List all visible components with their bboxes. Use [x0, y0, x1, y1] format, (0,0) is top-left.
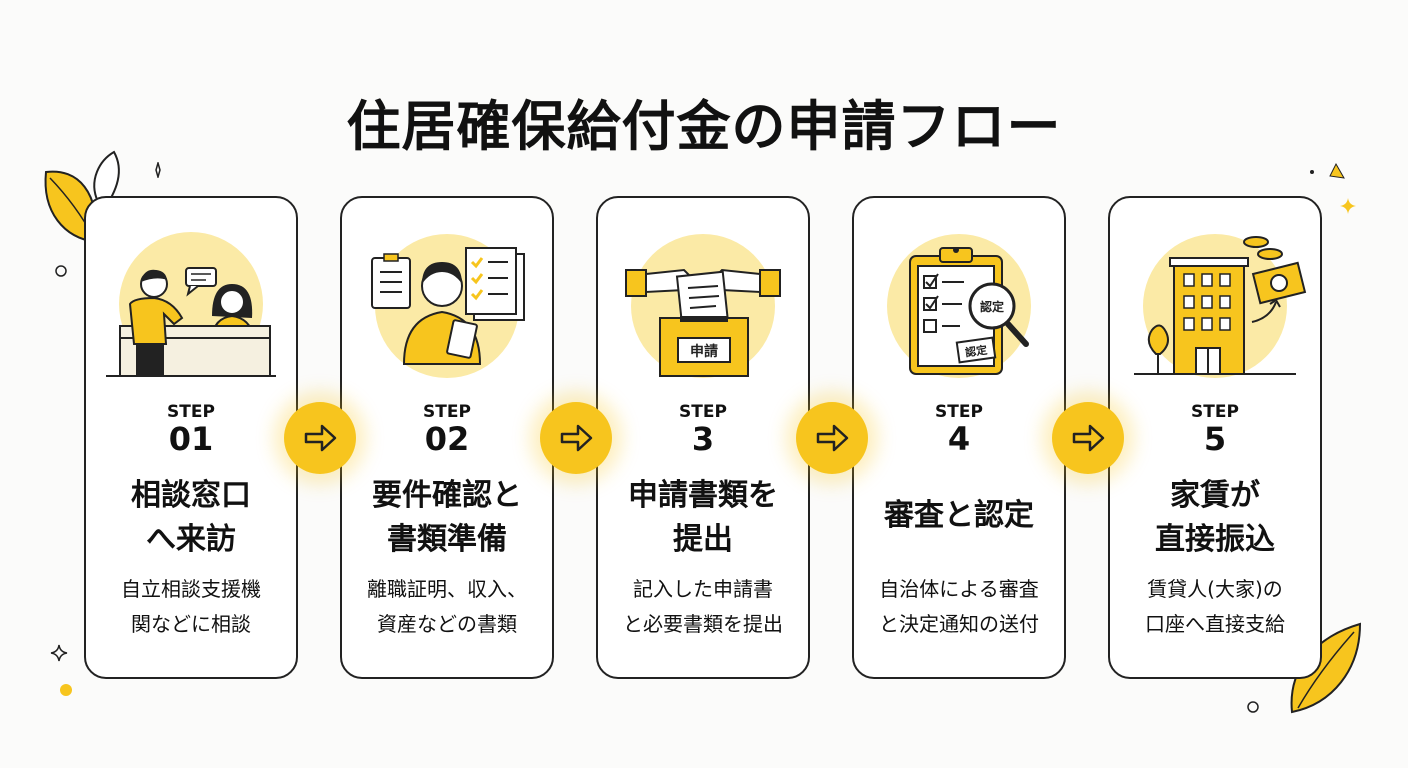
leaf-decoration-right — [1290, 622, 1362, 714]
arrow-right-icon — [1072, 424, 1105, 452]
circle-decoration — [60, 684, 72, 696]
building-payment-icon — [1134, 234, 1307, 378]
step-heading: 相談窓口へ来訪 — [131, 478, 251, 557]
step-arrow — [1052, 402, 1124, 474]
step-card-4: 認定 認定 STEP 4 審査と認定 自治体による審査と決定通知の送付 — [852, 196, 1066, 679]
step-card-5: STEP 5 家賃が直接振込 賃貸人(大家)の口座へ直接支給 — [1108, 196, 1322, 679]
arrow-right-icon — [816, 424, 849, 452]
circle-decoration — [55, 265, 67, 277]
arrow-right-icon — [560, 424, 593, 452]
step-heading: 家賃が直接振込 — [1155, 478, 1275, 557]
step-description: 自治体による審査と決定通知の送付 — [879, 577, 1039, 636]
circle-decoration — [1247, 701, 1259, 713]
step-card-2: STEP 02 要件確認と書類準備 離職証明、収入、資産などの書類 — [340, 196, 554, 679]
step-description: 自立相談支援機関などに相談 — [121, 577, 261, 636]
box-label: 申請 — [690, 343, 718, 360]
svg-text:認定: 認定 — [980, 299, 1004, 314]
step-label: STEP — [679, 402, 727, 422]
clipboard-review-icon: 認定 認定 — [887, 234, 1031, 378]
step-label: STEP — [935, 402, 983, 422]
sparkle-decoration — [155, 162, 161, 178]
sparkle-decoration — [50, 644, 68, 662]
step-number: 4 — [947, 420, 971, 458]
page-title: 住居確保給付金の申請フロー — [346, 95, 1062, 158]
step-label: STEP — [1191, 402, 1239, 422]
step-number: 3 — [691, 420, 715, 458]
consultation-icon — [106, 232, 276, 377]
step-number: 02 — [424, 420, 470, 458]
step-arrow — [284, 402, 356, 474]
step-description: 記入した申請書と必要書類を提出 — [623, 577, 783, 636]
step-heading: 要件確認と書類準備 — [372, 478, 522, 557]
step-card-3: 申請 STEP 3 申請書類を提出 記入した申請書と必要書類を提出 — [596, 196, 810, 679]
step-arrow — [540, 402, 612, 474]
step-heading: 申請書類を提出 — [628, 478, 778, 557]
step-arrow — [796, 402, 868, 474]
step-card-1: STEP 01 相談窓口へ来訪 自立相談支援機関などに相談 — [84, 196, 298, 679]
sparkle-decoration — [1310, 162, 1356, 214]
step-description: 賃貸人(大家)の口座へ直接支給 — [1145, 577, 1285, 636]
step-number: 01 — [168, 420, 214, 458]
step-number: 5 — [1203, 420, 1227, 458]
step-heading: 審査と認定 — [884, 498, 1034, 533]
arrow-right-icon — [304, 424, 337, 452]
step-label: STEP — [423, 402, 471, 422]
step-label: STEP — [167, 402, 215, 422]
step-description: 離職証明、収入、資産などの書類 — [367, 577, 527, 636]
svg-text:認定: 認定 — [964, 343, 988, 360]
submission-box-icon: 申請 — [625, 234, 781, 378]
document-check-icon — [371, 234, 525, 378]
